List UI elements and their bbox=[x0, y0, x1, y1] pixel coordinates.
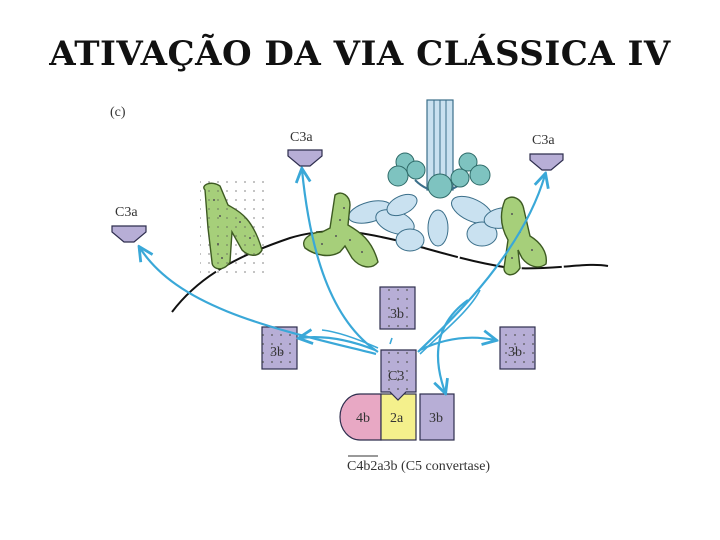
caption: C4b2a3b (C5 convertase) bbox=[347, 459, 490, 474]
c3-label: C3 bbox=[388, 369, 404, 384]
c4b2a3b-complex: 4b 2a 3b C3 bbox=[339, 349, 455, 441]
svg-text:C3a: C3a bbox=[290, 130, 313, 145]
svg-text:C3a: C3a bbox=[115, 205, 138, 220]
svg-text:3b: 3b bbox=[508, 345, 522, 360]
c3a-fragment-top-right: C3a bbox=[529, 133, 564, 171]
c1-complex bbox=[348, 99, 521, 252]
c2a-label: 2a bbox=[390, 411, 404, 426]
c4b-label: 4b bbox=[356, 411, 370, 426]
c3b-complex-label: 3b bbox=[429, 411, 443, 426]
c3b-fragment-right: 3b bbox=[499, 326, 536, 370]
c3b-fragment-center: 3b bbox=[379, 286, 416, 330]
antibody-dots-left bbox=[213, 199, 251, 259]
panel-label: (c) bbox=[110, 105, 126, 120]
slide-title: ATIVAÇÃO DA VIA CLÁSSICA IV bbox=[49, 34, 671, 74]
svg-text:C3a: C3a bbox=[532, 133, 555, 148]
antibody-left bbox=[200, 180, 270, 275]
svg-text:3b: 3b bbox=[390, 307, 404, 322]
antibody-right bbox=[500, 196, 547, 276]
c3a-fragment-left: C3a bbox=[111, 205, 147, 243]
c3a-fragment-top-left: C3a bbox=[287, 130, 323, 167]
cleavage-arrows bbox=[140, 170, 545, 392]
antibody-middle bbox=[303, 192, 379, 268]
svg-text:3b: 3b bbox=[270, 345, 284, 360]
c3b-fragment-left: 3b bbox=[261, 326, 298, 370]
